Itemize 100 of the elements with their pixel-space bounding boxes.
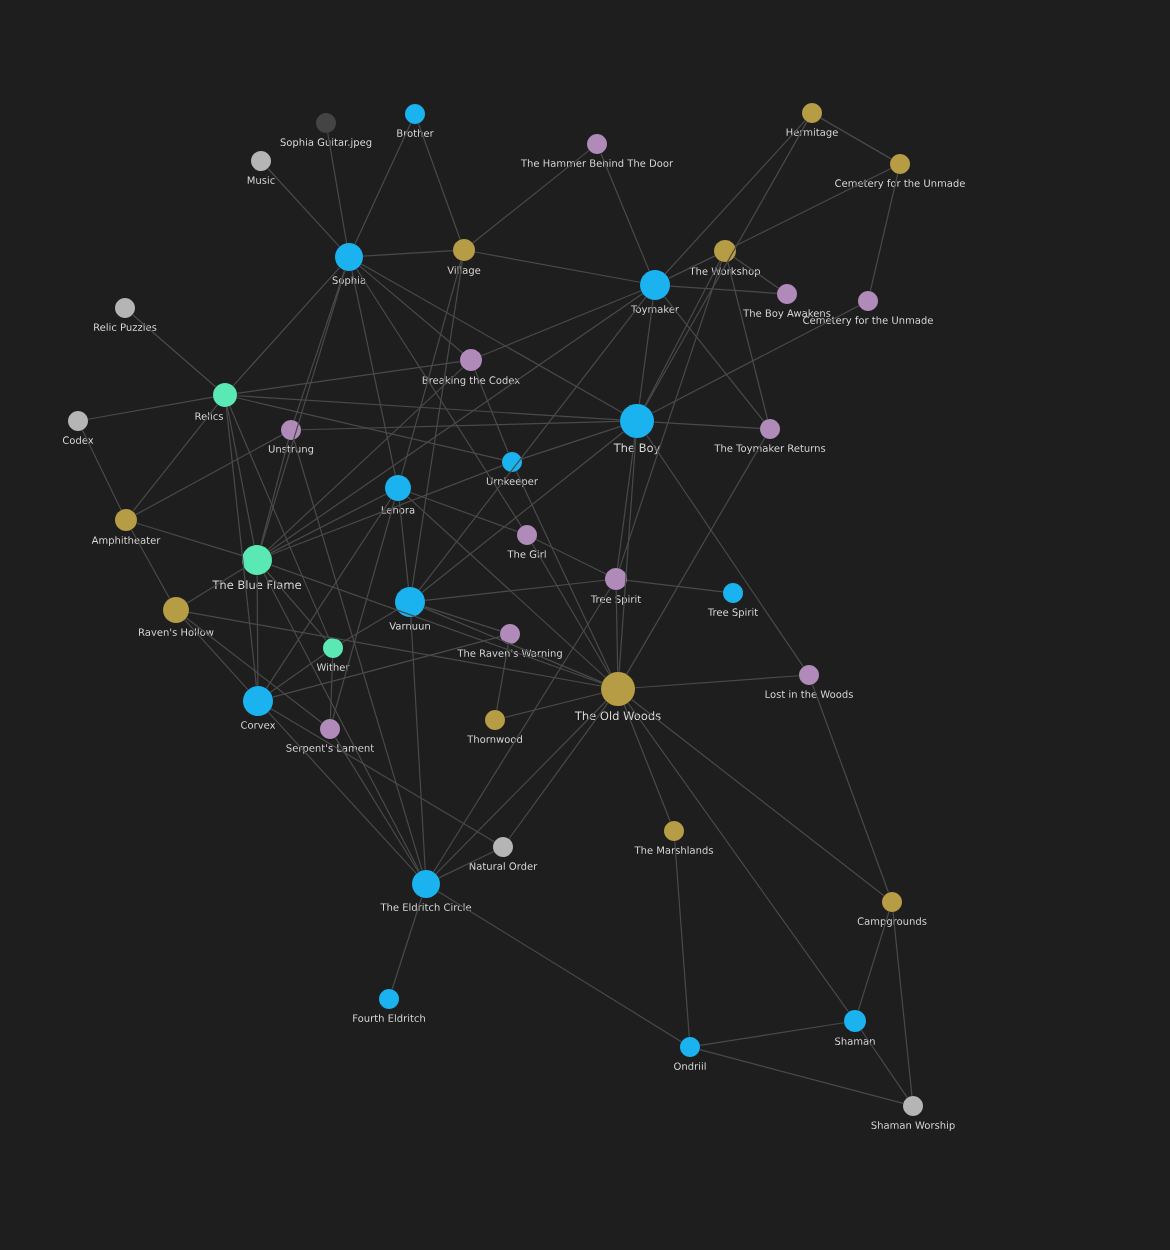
- connector-line: [651, 305, 860, 414]
- connector-line: [87, 396, 214, 420]
- node-label: Tree Spirit: [707, 608, 758, 618]
- connector-line: [733, 256, 780, 289]
- graph-node: The Workshop: [689, 240, 761, 277]
- connector-line: [327, 132, 348, 244]
- graph-node: The Boy: [613, 404, 661, 455]
- node-label: Unstrung: [268, 445, 314, 455]
- node-label: Thornwood: [467, 735, 522, 743]
- connector-line: [435, 700, 607, 875]
- node-label: Tree Spirit: [590, 595, 641, 605]
- connector-line: [132, 403, 219, 512]
- connector-line: [270, 708, 495, 843]
- connector-line: [615, 589, 619, 673]
- node-label: Hermitage: [786, 128, 838, 138]
- connector-line: [727, 261, 769, 420]
- connector-line: [236, 360, 461, 394]
- connector-line: [266, 570, 327, 641]
- graph-node: Codex: [62, 411, 94, 444]
- connector-line: [644, 260, 721, 407]
- connector-line: [270, 564, 603, 684]
- connector-line: [634, 675, 800, 689]
- graph-node: Shaman Worship: [871, 1096, 955, 1131]
- node-label: Raven's Hollow: [139, 628, 214, 636]
- connector-line: [699, 1022, 845, 1046]
- connector-line: [263, 572, 421, 872]
- connector-line: [81, 429, 122, 511]
- node-label: Shaman: [835, 1037, 875, 1045]
- connector-line: [341, 609, 398, 644]
- node-label: Music: [247, 176, 275, 184]
- connector-line: [857, 911, 890, 1011]
- connector-line: [421, 431, 625, 594]
- connector-line: [409, 491, 518, 533]
- connector-line: [653, 421, 761, 429]
- graph-node: Urnkeeper: [486, 452, 538, 487]
- node-label: Toymaker: [630, 305, 680, 315]
- node-label: Relics: [195, 412, 223, 420]
- connector-line: [600, 152, 650, 272]
- node-label: Serpent's Lament: [286, 744, 374, 754]
- connector-line: [269, 653, 326, 693]
- connector-line: [437, 890, 682, 1043]
- connector-line: [359, 265, 464, 354]
- graph-node: Corvex: [241, 686, 276, 729]
- node-label: Sophia: [332, 276, 366, 286]
- connector-line: [623, 704, 671, 823]
- node-label: Varnuun: [389, 622, 430, 630]
- connector-line: [232, 266, 341, 387]
- connector-line: [236, 395, 621, 421]
- graph-node: The Girl: [507, 525, 546, 558]
- node-label: Ondriil: [674, 1062, 706, 1070]
- connector-line: [398, 500, 409, 588]
- node-label: Campgrounds: [857, 917, 927, 927]
- connector-line: [869, 173, 899, 292]
- connector-line: [423, 606, 501, 632]
- connector-line: [362, 250, 454, 257]
- graph-node: Relics: [195, 383, 237, 420]
- connector-line: [646, 434, 804, 668]
- graph-node: Brother: [397, 104, 434, 137]
- node-label: Natural Order: [469, 862, 538, 870]
- graph-node: Natural Order: [469, 837, 538, 870]
- connector-line: [267, 367, 464, 551]
- connector-line: [627, 702, 850, 1013]
- connector-line: [508, 702, 609, 840]
- connector-line: [892, 911, 913, 1097]
- connector-line: [293, 439, 423, 871]
- graph-node: Fourth Eldritch: [353, 989, 425, 1022]
- connector-line: [860, 1029, 908, 1099]
- graph-node: Lost in the Woods: [765, 665, 853, 698]
- connector-line: [418, 296, 647, 591]
- node-label: Village: [447, 266, 481, 276]
- graph-node: Sophia: [332, 243, 366, 286]
- connector-line: [504, 692, 602, 719]
- connector-line: [272, 636, 501, 698]
- connector-line: [734, 167, 892, 247]
- connector-line: [136, 522, 244, 557]
- connector-line: [618, 437, 637, 673]
- graph-node: Amphitheater: [91, 509, 161, 546]
- connector-line: [267, 711, 417, 875]
- connector-line: [638, 299, 654, 405]
- connector-line: [480, 290, 642, 357]
- connector-line: [185, 617, 323, 724]
- connector-line: [184, 619, 249, 691]
- connector-line: [186, 567, 245, 604]
- connector-line: [351, 270, 396, 476]
- connector-line: [668, 255, 716, 279]
- connector-line: [391, 896, 423, 990]
- connector-line: [329, 657, 334, 720]
- connector-line: [474, 369, 509, 454]
- connector-line: [521, 425, 622, 460]
- connector-line: [417, 123, 461, 241]
- node-label: Sophia Guitar.jpeg: [280, 138, 372, 148]
- connector-line: [132, 314, 217, 388]
- connector-line: [699, 1049, 904, 1104]
- node-label: Relic Puzzles: [94, 323, 157, 331]
- connector-line: [644, 121, 808, 407]
- connector-line: [631, 698, 885, 897]
- connector-line: [226, 406, 255, 546]
- connector-line: [293, 269, 346, 421]
- node-label: Lenora: [381, 506, 415, 514]
- connector-line: [130, 529, 171, 600]
